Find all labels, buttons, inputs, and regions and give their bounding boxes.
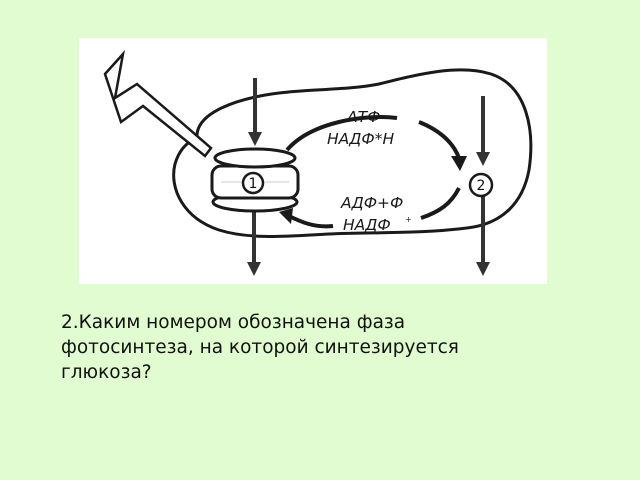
chloroplast-membrane xyxy=(172,68,533,238)
lightning-bolt xyxy=(103,49,213,158)
question-line-2: фотосинтеза, на которой синтезируется xyxy=(61,337,459,358)
input-arrow-2-head xyxy=(476,152,490,166)
label-atf: АТФ xyxy=(346,108,380,126)
thylakoid-stack xyxy=(210,147,300,213)
phase-2-number: 2 xyxy=(477,178,486,194)
output-arrow-2-head xyxy=(476,262,490,276)
output-arrow-1-head xyxy=(247,262,261,276)
photosynthesis-diagram: 1 2 АТФ НАДФ*Н АДФ+Ф НАДФ + xyxy=(103,49,533,276)
question-line-3: глюкоза? xyxy=(61,362,152,383)
cycle-arrow-top xyxy=(285,115,398,152)
diagram-card: 1 2 АТФ НАДФ*Н АДФ+Ф НАДФ + xyxy=(79,38,547,284)
cycle-arrow-top-right xyxy=(418,120,461,159)
label-nadf: НАДФ xyxy=(343,216,391,234)
label-nadf-sup: + xyxy=(405,215,412,224)
input-arrow-1-head xyxy=(248,132,262,146)
label-adf-f: АДФ+Ф xyxy=(340,194,403,212)
phase-1-marker: 1 xyxy=(241,171,265,195)
label-nadph: НАДФ*Н xyxy=(327,130,394,148)
phase-2-marker: 2 xyxy=(468,172,494,198)
cycle-arrow-top-right-head xyxy=(451,156,467,171)
cycle-arrow-bottom xyxy=(288,214,334,229)
cycle-arrow-bottom-right xyxy=(420,187,461,220)
cycle-arrow-bottom-head xyxy=(279,208,293,224)
question-line-1: 2.Каким номером обозначена фаза xyxy=(61,312,406,333)
phase-1-number: 1 xyxy=(249,176,258,192)
question-text: 2.Каким номером обозначена фаза фотосинт… xyxy=(61,310,581,385)
